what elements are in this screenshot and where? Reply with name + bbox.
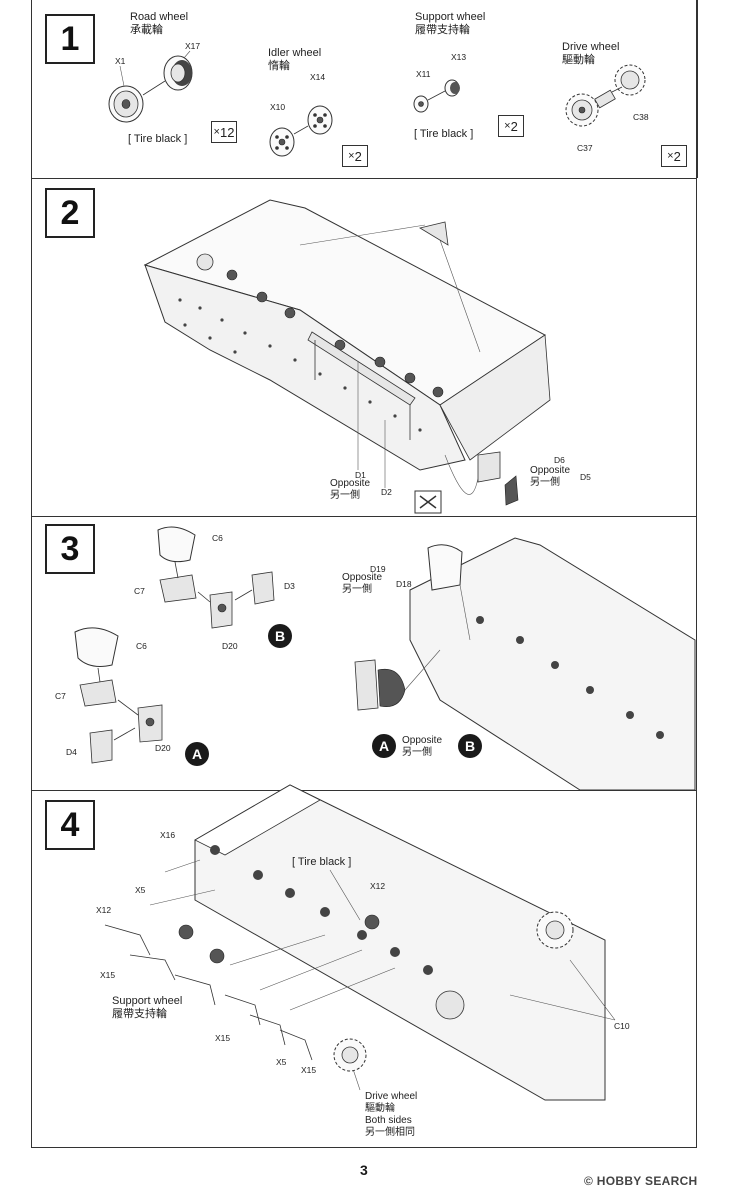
part-x15-b: X15 [215, 1033, 231, 1043]
step4-both-sides-en: Both sides [365, 1115, 412, 1126]
step4-both-sides-zh: 另一側相同 [365, 1127, 415, 1138]
part-d20-upper: D20 [222, 641, 238, 651]
frame-left [31, 0, 32, 1148]
marker-a-right: A [372, 734, 396, 758]
hull-running-gear-icon [104, 784, 616, 1101]
part-d6: D6 [554, 455, 565, 465]
part-d4: D4 [66, 747, 77, 757]
marker-opposite-zh: 另一側 [402, 747, 432, 758]
part-x12-a: X12 [96, 905, 112, 915]
idler-wheel-qty: ×2 [342, 145, 368, 167]
d19-opposite-en: Opposite [342, 572, 383, 583]
part-c10: C10 [614, 1021, 630, 1031]
part-x13: X13 [451, 52, 467, 62]
part-d1: D1 [355, 470, 366, 480]
drive-wheel-label-zh: 驅動輪 [562, 54, 595, 66]
step-number-3: 3 [45, 524, 95, 574]
road-wheel-qty: ×12 [211, 121, 237, 143]
idler-wheel-label-zh: 惰輪 [268, 60, 290, 72]
part-x14: X14 [310, 72, 326, 82]
road-wheel-icon [108, 50, 193, 123]
part-x12-b: X12 [370, 881, 386, 891]
idler-wheel-label-en: Idler wheel [268, 47, 322, 59]
part-d18: D18 [396, 579, 412, 589]
step-number-2: 2 [45, 188, 95, 238]
d6-opposite-en: Opposite [530, 465, 571, 476]
support-wheel-label-zh: 履帶支持輪 [415, 24, 470, 36]
step4-tire-note: [ Tire black ] [292, 856, 352, 868]
part-x16: X16 [160, 830, 176, 840]
road-wheel-note: [ Tire black ] [128, 133, 188, 145]
marker-b-right: B [458, 734, 482, 758]
part-c6-upper: C6 [212, 533, 223, 543]
step4-support-wheel-zh: 履帶支持輪 [112, 1008, 167, 1020]
part-c37: C37 [577, 143, 593, 153]
d6-opposite-zh: 另一側 [530, 477, 560, 488]
step4-support-wheel-en: Support wheel [112, 995, 183, 1007]
step-number-4: 4 [45, 800, 95, 850]
marker-a-lower: A [185, 742, 209, 766]
divider-1-2 [31, 178, 697, 179]
part-d19: D19 [370, 564, 386, 574]
d19-opposite-zh: 另一側 [342, 584, 372, 595]
part-x17: X17 [185, 41, 201, 51]
marker-opposite-en: Opposite [402, 735, 443, 746]
part-x5-a: X5 [135, 885, 146, 895]
part-x11: X11 [416, 69, 431, 79]
road-wheel-label-en: Road wheel [130, 11, 189, 23]
part-d5: D5 [580, 472, 591, 482]
idler-wheel-icon [269, 105, 333, 157]
d1-opposite-zh: 另一側 [330, 490, 360, 501]
part-d3: D3 [284, 581, 295, 591]
support-wheel-icon [413, 79, 460, 113]
part-c38: C38 [633, 112, 649, 122]
drive-wheel-icon [565, 64, 646, 127]
support-wheel-note: [ Tire black ] [414, 128, 474, 140]
frame-right-top [697, 0, 698, 178]
part-c7-lower: C7 [55, 691, 66, 701]
divider-2-3 [31, 516, 697, 517]
hull-section-right-icon [354, 537, 696, 791]
page-number: 3 [360, 1162, 368, 1178]
fender-assembly-b-icon [157, 526, 275, 629]
part-d2: D2 [381, 487, 392, 497]
hull-lower-icon [143, 199, 551, 506]
fender-assembly-a-icon [74, 627, 163, 764]
part-d20-lower: D20 [155, 743, 171, 753]
step4-drive-wheel-zh: 驅動輪 [365, 1103, 395, 1114]
drive-wheel-qty: ×2 [661, 145, 687, 167]
support-wheel-label-en: Support wheel [415, 11, 486, 23]
part-x15-c: X15 [301, 1065, 317, 1075]
marker-b-upper: B [268, 624, 292, 648]
road-wheel-label-zh: 承載輪 [130, 24, 163, 36]
watermark: © HOBBY SEARCH [584, 1174, 698, 1188]
support-wheel-qty: ×2 [498, 115, 524, 137]
part-c7-upper: C7 [134, 586, 145, 596]
part-x10: X10 [270, 102, 286, 112]
d1-opposite-en: Opposite [330, 478, 371, 489]
part-x5-b: X5 [276, 1057, 287, 1067]
part-x15-a: X15 [100, 970, 116, 980]
step4-drive-wheel-en: Drive wheel [365, 1091, 418, 1102]
part-x1: X1 [115, 56, 126, 66]
divider-3-4 [31, 790, 697, 791]
part-c6-lower: C6 [136, 641, 147, 651]
step-number-1: 1 [45, 14, 95, 64]
drive-wheel-label-en: Drive wheel [562, 41, 620, 53]
